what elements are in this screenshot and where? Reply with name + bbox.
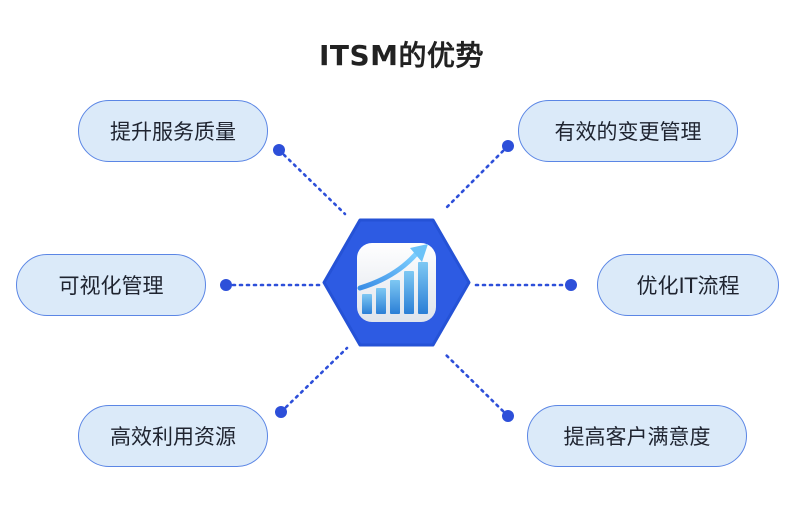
advantage-customer-satisfaction: 提高客户满意度	[527, 405, 747, 467]
advantage-optimize-it-process: 优化IT流程	[597, 254, 779, 316]
connector-bottom-right	[442, 351, 514, 422]
advantage-visual-management: 可视化管理	[16, 254, 206, 316]
advantage-effective-change-management: 有效的变更管理	[518, 100, 738, 162]
connector-mid-right	[474, 279, 577, 291]
connector-bottom-left	[275, 346, 349, 418]
diagram-title: ITSM的优势	[318, 39, 485, 72]
center-hexagon	[322, 218, 471, 347]
advantage-improve-service-quality: 提升服务质量	[78, 100, 268, 162]
connector-top-right	[442, 140, 514, 212]
connector-mid-left	[220, 279, 322, 291]
advantage-efficient-resource-use: 高效利用资源	[78, 405, 268, 467]
connector-top-left	[273, 144, 347, 216]
growth-chart-icon	[357, 243, 436, 322]
